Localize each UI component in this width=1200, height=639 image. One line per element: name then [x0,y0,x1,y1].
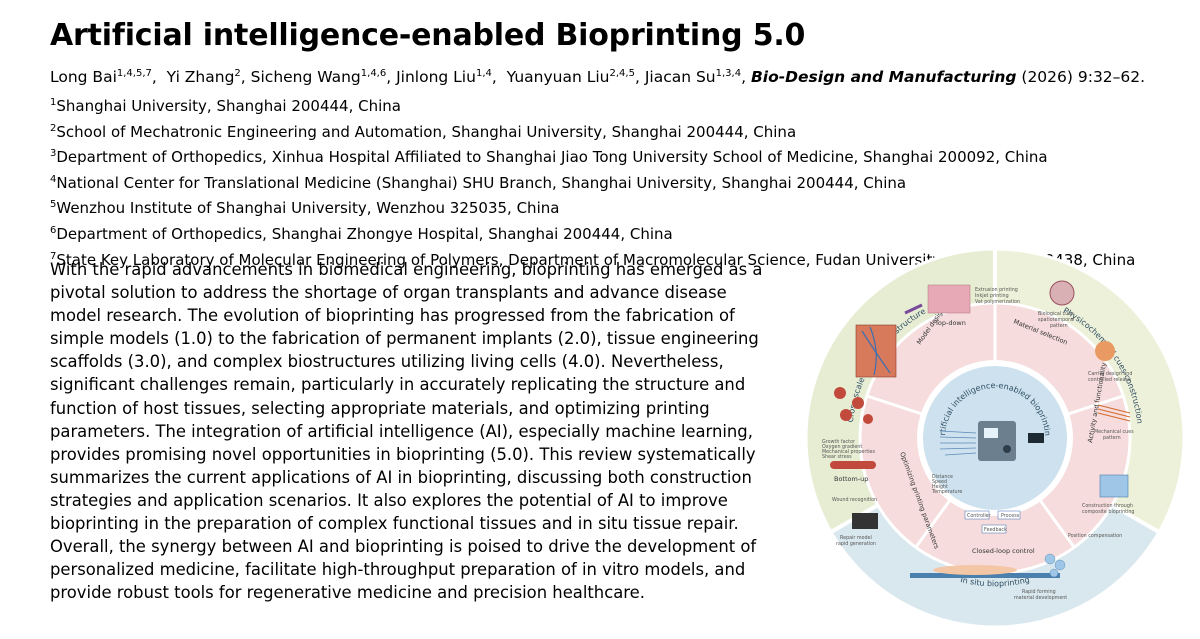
graphical-abstract-figure: Artificial intelligence-enabled bioprint… [800,243,1190,633]
process-label: Process [1001,513,1020,519]
top-down-label: Top-down [934,319,966,327]
affiliation-text: Shanghai University, Shanghai 200444, Ch… [56,97,401,115]
top-method: Inkjet printing [975,293,1009,299]
divider [1111,503,1160,534]
top-method: Vat polymerization [975,299,1020,305]
affiliation: 7State Key Laboratory of Molecular Engin… [50,246,1135,272]
biological-cue-icon [1049,280,1075,306]
affiliation-text: School of Mechatronic Engineering and Au… [56,122,797,141]
param-item: Height [932,484,948,490]
bottom-up-factor: Shear stress [822,454,852,460]
top-down-scaffold-icon [927,284,971,314]
affiliation-list: 1Shanghai University, Shanghai 200444, C… [50,92,1135,271]
affiliation-number: 5 [50,199,57,211]
mechanical-pattern-icon [1097,404,1131,422]
bottom-up-factor: Mechanical properties [822,449,875,455]
author-affil-sup: 2 [234,68,241,79]
arrow-icon [904,303,923,315]
position-comp-label: Position compensation [1068,533,1122,539]
author: Yi Zhang [166,68,235,87]
affiliation-text: National Center for Translational Medici… [56,173,907,192]
affiliation-number: 3 [50,148,57,160]
author-affil-sup: 1,4 [475,68,492,79]
author: Jiacan Su [644,68,716,87]
affiliation: 1Shanghai University, Shanghai 200444, C… [50,92,1135,118]
data-stream-icon [939,430,977,456]
journal-name: Bio-Design and Manufacturing [750,68,1017,87]
patient-bed-icon [910,573,1060,578]
affiliation-number: 1 [50,97,57,108]
feedback-box [981,524,1007,534]
affiliation-text: State Key Laboratory of Molecular Engine… [56,250,1136,269]
controller-label: Controller [967,513,991,519]
process-box [997,510,1021,520]
hydrogel-network-icon [1044,553,1066,578]
laptop-icon [852,513,878,529]
affiliation-text: Department of Orthopedics, Xinhua Hospit… [56,148,1048,167]
composite-construct-icon [1099,474,1129,498]
author-affil-sup: 1,4,5,7 [116,68,152,79]
citation: (2026) 9:32–62. [1021,68,1146,87]
param-item: Distance [932,474,953,480]
paper-title: Artificial intelligence-enabled Bioprint… [50,18,806,53]
cell-spheroid-icons [834,387,873,424]
affiliation: 3Department of Orthopedics, Xinhua Hospi… [50,143,1135,169]
author: Sicheng Wang [250,68,361,87]
affiliation: 5Wenzhou Institute of Shanghai Universit… [50,194,1135,220]
author-affil-sup: 1,3,4 [715,68,742,79]
affiliation-text: Wenzhou Institute of Shanghai University… [56,199,560,218]
author-line: Long Bai1,4,5,7, Yi Zhang2, Sicheng Wang… [50,68,1146,87]
affiliation-text: Department of Orthopedics, Shanghai Zhon… [56,224,673,243]
affiliation-number: 2 [50,122,57,134]
param-item: Speed [932,479,947,485]
author: Yuanyuan Liu [506,68,610,87]
bioprinter-icon [978,421,1016,461]
affiliation: 2School of Mechatronic Engineering and A… [50,118,1135,144]
monitor-icon [1028,433,1044,443]
bottom-up-label: Bottom-up [834,475,868,483]
affiliation-number: 4 [50,173,57,185]
controller-box [964,510,990,520]
affiliation: 4National Center for Translational Medic… [50,169,1135,195]
author-affil-sup: 1,4,6 [360,68,387,79]
author: Jinlong Liu [396,68,476,87]
affiliation-number: 7 [50,250,57,262]
graphical-abstract-svg: Artificial intelligence-enabled bioprint… [800,243,1186,629]
affiliation: 6Department of Orthopedics, Shanghai Zho… [50,220,1135,246]
author-affil-sup: 2,4,5 [609,68,635,79]
wound-recognition-label: Wound recognition [832,497,877,503]
feedback-label: Feedback [984,527,1007,533]
outer-label-insitu: In situ bioprinting [960,575,1031,588]
inner-label-closed-loop: Closed-loop control [972,547,1035,555]
param-item: Temperature [931,489,962,495]
patient-icon [933,565,1017,575]
bottom-up-factor: Growth factor [822,439,855,445]
carrier-icon [1095,341,1115,361]
author: Long Bai [50,68,117,87]
affiliation-number: 6 [50,224,57,236]
top-method: Extrusion printing [975,287,1018,293]
abstract-text: With the rapid advancements in biomedica… [50,260,763,603]
vessel-tube-icon [830,461,876,469]
bottom-up-factor: Oxygen gradient [822,444,862,450]
